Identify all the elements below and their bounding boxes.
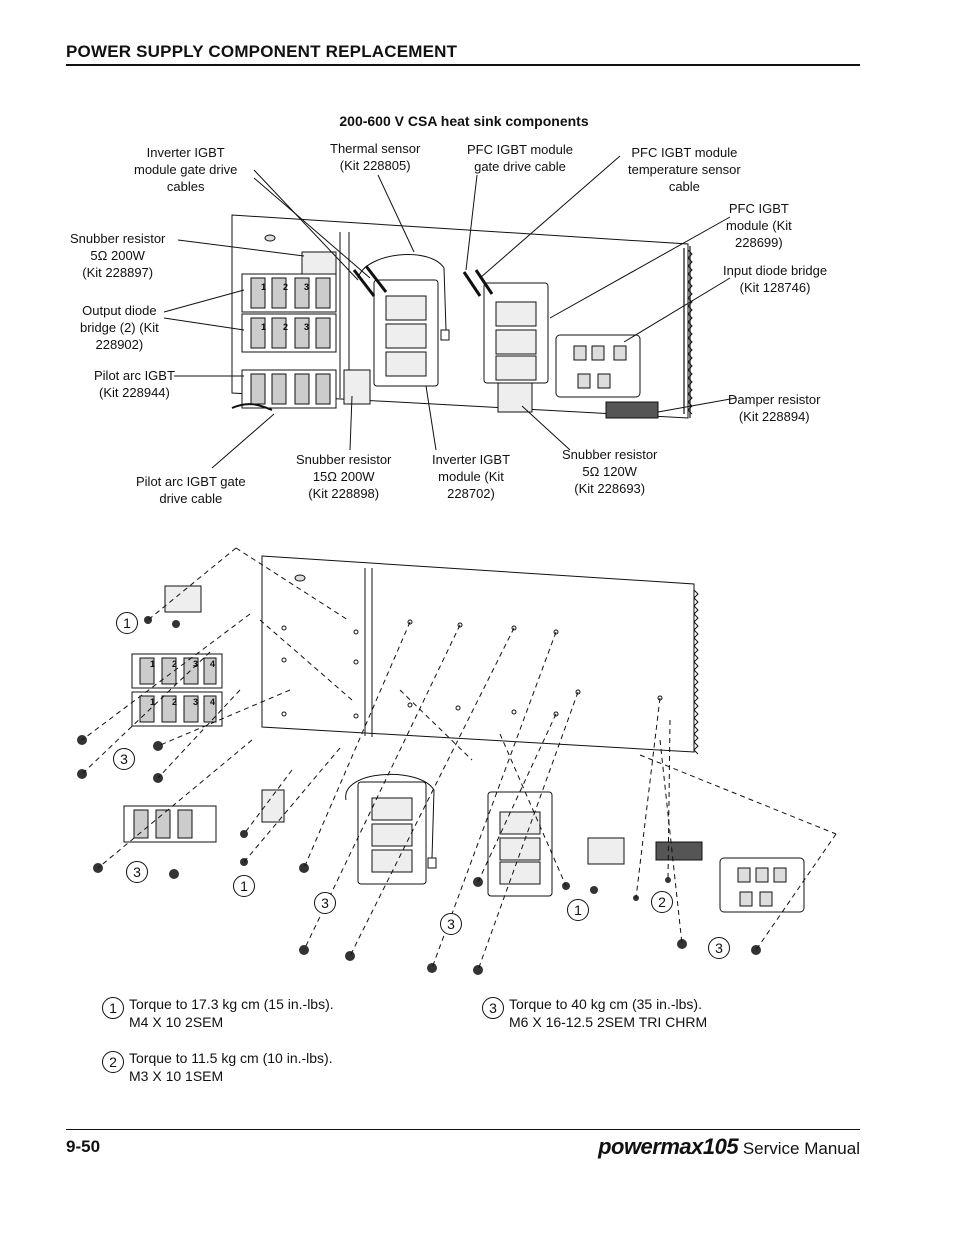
callout-number: 3: [440, 913, 462, 935]
terminal-label: 3: [304, 282, 309, 292]
callout-number: 3: [113, 748, 135, 770]
footer-rule: [66, 1129, 860, 1130]
terminal-label: 4: [210, 697, 215, 707]
torque-note-3: 3 Torque to 40 kg cm (35 in.-lbs). M6 X …: [482, 995, 708, 1031]
header-rule: [66, 64, 860, 66]
terminal-label: 2: [172, 659, 177, 669]
screw-spec: M4 X 10 2SEM: [129, 1014, 224, 1030]
terminal-label: 1: [261, 322, 266, 332]
callout-number: 3: [708, 937, 730, 959]
terminal-label: 1: [261, 282, 266, 292]
brand-logo: powermax105: [598, 1134, 739, 1159]
section-title: POWER SUPPLY COMPONENT REPLACEMENT: [66, 42, 458, 61]
page-number: 9-50: [66, 1137, 101, 1156]
terminal-label: 2: [283, 322, 288, 332]
note-number: 1: [102, 997, 124, 1019]
callout-number: 1: [233, 875, 255, 897]
callout-number: 2: [651, 891, 673, 913]
terminal-label: 1: [150, 659, 155, 669]
terminal-label: 3: [193, 697, 198, 707]
terminal-label: 3: [304, 322, 309, 332]
note-number: 3: [482, 997, 504, 1019]
label-thermal-sensor: Thermal sensor(Kit 228805): [330, 141, 421, 173]
callout-number: 1: [567, 899, 589, 921]
label-input-diode-bridge: Input diode bridge(Kit 128746): [723, 263, 828, 295]
terminal-label: 2: [172, 697, 177, 707]
footer-brand: powermax105 Service Manual: [598, 1134, 860, 1160]
note-number: 2: [102, 1051, 124, 1073]
manual-title: Service Manual: [742, 1139, 860, 1158]
label-pilot-arc-igbt: Pilot arc IGBT(Kit 228944): [94, 368, 175, 400]
callout-number: 3: [126, 861, 148, 883]
terminal-label: 1: [150, 697, 155, 707]
torque-value: Torque to 11.5 kg cm (10 in.-lbs).: [129, 1050, 333, 1066]
terminal-label: 2: [283, 282, 288, 292]
torque-note-2: 2 Torque to 11.5 kg cm (10 in.-lbs). M3 …: [102, 1049, 333, 1085]
terminal-label: 3: [193, 659, 198, 669]
label-damper-resistor: Damper resistor(Kit 228894): [728, 392, 821, 424]
torque-value: Torque to 17.3 kg cm (15 in.-lbs).: [129, 996, 334, 1012]
torque-value: Torque to 40 kg cm (35 in.-lbs).: [509, 996, 702, 1012]
figure-title: 200-600 V CSA heat sink components: [339, 113, 589, 129]
terminal-label: 4: [210, 659, 215, 669]
screw-spec: M3 X 10 1SEM: [129, 1068, 224, 1084]
torque-note-1: 1 Torque to 17.3 kg cm (15 in.-lbs). M4 …: [102, 995, 334, 1031]
callout-number: 1: [116, 612, 138, 634]
screw-spec: M6 X 16-12.5 2SEM TRI CHRM: [509, 1014, 708, 1030]
callout-number: 3: [314, 892, 336, 914]
